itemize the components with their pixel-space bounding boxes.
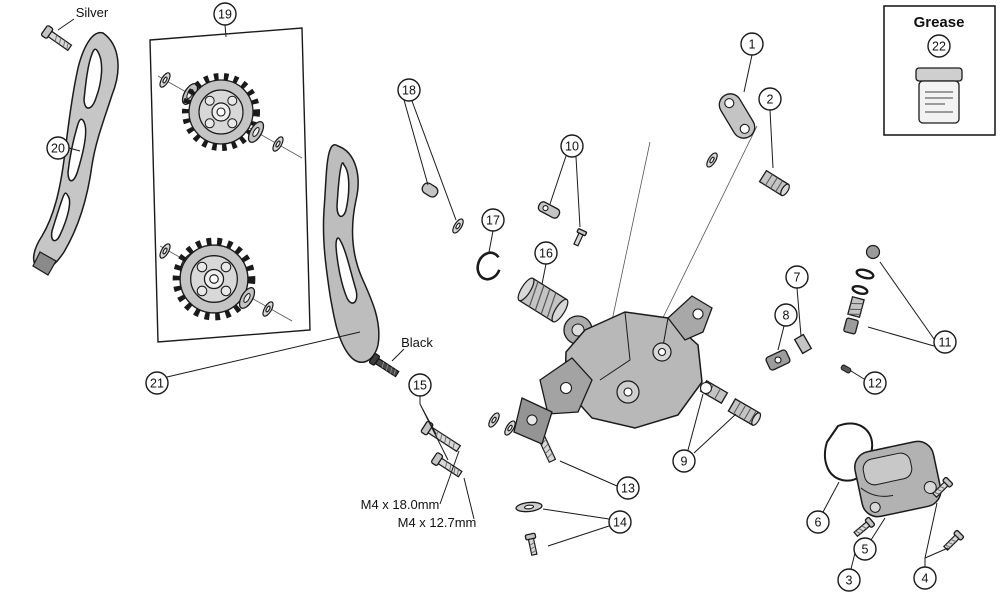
callout-3: 3 xyxy=(837,568,861,592)
cable-clamp-bolt xyxy=(793,333,813,355)
svg-text:4: 4 xyxy=(922,571,929,585)
clutch-spring xyxy=(517,277,569,323)
pulley-washer xyxy=(157,241,173,261)
callout-12: 12 xyxy=(863,371,887,395)
callout-18: 18 xyxy=(397,78,421,102)
grease-box: Grease xyxy=(883,5,996,136)
svg-text:7: 7 xyxy=(794,270,801,284)
grease-jar xyxy=(915,67,963,124)
callout-17: 17 xyxy=(481,208,505,232)
svg-text:2: 2 xyxy=(767,92,774,106)
bolt-spec-m4-18-label: M4 x 18.0mm xyxy=(361,497,440,512)
callout-22: 22 xyxy=(927,34,951,58)
svg-text:10: 10 xyxy=(565,139,579,153)
pulley-bolt-bushing xyxy=(421,182,466,236)
callout-9: 9 xyxy=(672,449,696,473)
svg-text:18: 18 xyxy=(402,83,416,97)
barrel-adjuster-stack xyxy=(843,244,881,335)
svg-text:8: 8 xyxy=(783,308,790,322)
link-bushing xyxy=(758,169,790,197)
pulley-washer xyxy=(270,134,286,154)
callout-6: 6 xyxy=(806,510,830,534)
adjuster-barrel xyxy=(727,398,762,426)
axle-washer xyxy=(486,410,502,430)
clutch-cover-unit xyxy=(854,440,942,518)
leader-lines xyxy=(57,18,949,570)
callout-8: 8 xyxy=(774,303,798,327)
cage-bolt-long xyxy=(419,420,463,455)
cable-guide-plate xyxy=(537,201,561,219)
snap-ring xyxy=(476,251,502,281)
svg-text:20: 20 xyxy=(51,141,65,155)
silver-pivot-bolt xyxy=(40,24,74,54)
link-washer xyxy=(704,150,720,170)
body-upper-arm xyxy=(667,295,713,341)
cable-guide-screw xyxy=(573,228,588,247)
callout-7: 7 xyxy=(785,265,809,289)
callout-20: 20 xyxy=(46,136,70,160)
svg-text:5: 5 xyxy=(862,542,869,556)
adjuster-seat xyxy=(843,317,859,335)
callout-15: 15 xyxy=(408,373,432,397)
svg-text:6: 6 xyxy=(815,515,822,529)
adjuster-spring xyxy=(847,295,865,319)
callout-19: 19 xyxy=(213,2,237,26)
callout-2: 2 xyxy=(758,87,782,111)
cover-screw xyxy=(851,516,876,539)
upper-pulley-assembly xyxy=(157,70,286,154)
o-ring xyxy=(855,268,875,280)
svg-text:15: 15 xyxy=(413,378,427,392)
callout-5: 5 xyxy=(853,537,877,561)
derailleur-body xyxy=(486,295,729,445)
callout-1: 1 xyxy=(740,32,764,56)
bolt-spec-m4-127-label: M4 x 12.7mm xyxy=(398,515,477,530)
silver-label: Silver xyxy=(76,5,109,20)
set-pin xyxy=(840,364,852,374)
lower-pulley-assembly xyxy=(157,241,276,319)
callout-21: 21 xyxy=(145,371,169,395)
callout-13: 13 xyxy=(616,476,640,500)
svg-text:17: 17 xyxy=(486,213,500,227)
plate-end-tab xyxy=(32,251,57,276)
grease-label: Grease xyxy=(914,14,965,31)
outer-cage-plate xyxy=(32,32,119,276)
svg-text:9: 9 xyxy=(681,454,688,468)
svg-text:11: 11 xyxy=(939,335,952,349)
svg-text:16: 16 xyxy=(539,246,553,260)
svg-text:3: 3 xyxy=(846,573,853,587)
pulley-kit-box xyxy=(149,27,311,343)
adjuster-knob xyxy=(865,244,881,260)
black-label: Black xyxy=(401,335,433,350)
callout-16: 16 xyxy=(534,241,558,265)
stopper-plate-washer xyxy=(515,501,543,513)
cable-clamp-plate xyxy=(765,349,791,371)
inner-cage-plate xyxy=(322,144,380,364)
pulley-bolt-washer xyxy=(450,216,466,236)
bracket-link xyxy=(718,93,756,139)
svg-text:22: 22 xyxy=(932,39,946,53)
cover-screw xyxy=(941,529,965,553)
pulley-washer xyxy=(260,299,276,319)
pulley-washer xyxy=(157,70,173,90)
svg-text:13: 13 xyxy=(621,481,635,495)
o-ring xyxy=(851,284,869,296)
svg-text:21: 21 xyxy=(150,376,164,390)
adjuster-ball xyxy=(699,381,713,395)
black-cage-bolt xyxy=(368,353,400,378)
svg-text:19: 19 xyxy=(218,7,232,21)
callout-14: 14 xyxy=(608,510,632,534)
cage-bolt-short xyxy=(430,451,465,480)
svg-text:12: 12 xyxy=(868,376,882,390)
callout-10: 10 xyxy=(560,134,584,158)
svg-text:14: 14 xyxy=(613,515,627,529)
callout-11: 11 xyxy=(933,330,957,354)
stopper-plate-screw xyxy=(524,532,540,557)
callout-4: 4 xyxy=(913,566,937,590)
svg-text:1: 1 xyxy=(749,37,756,51)
